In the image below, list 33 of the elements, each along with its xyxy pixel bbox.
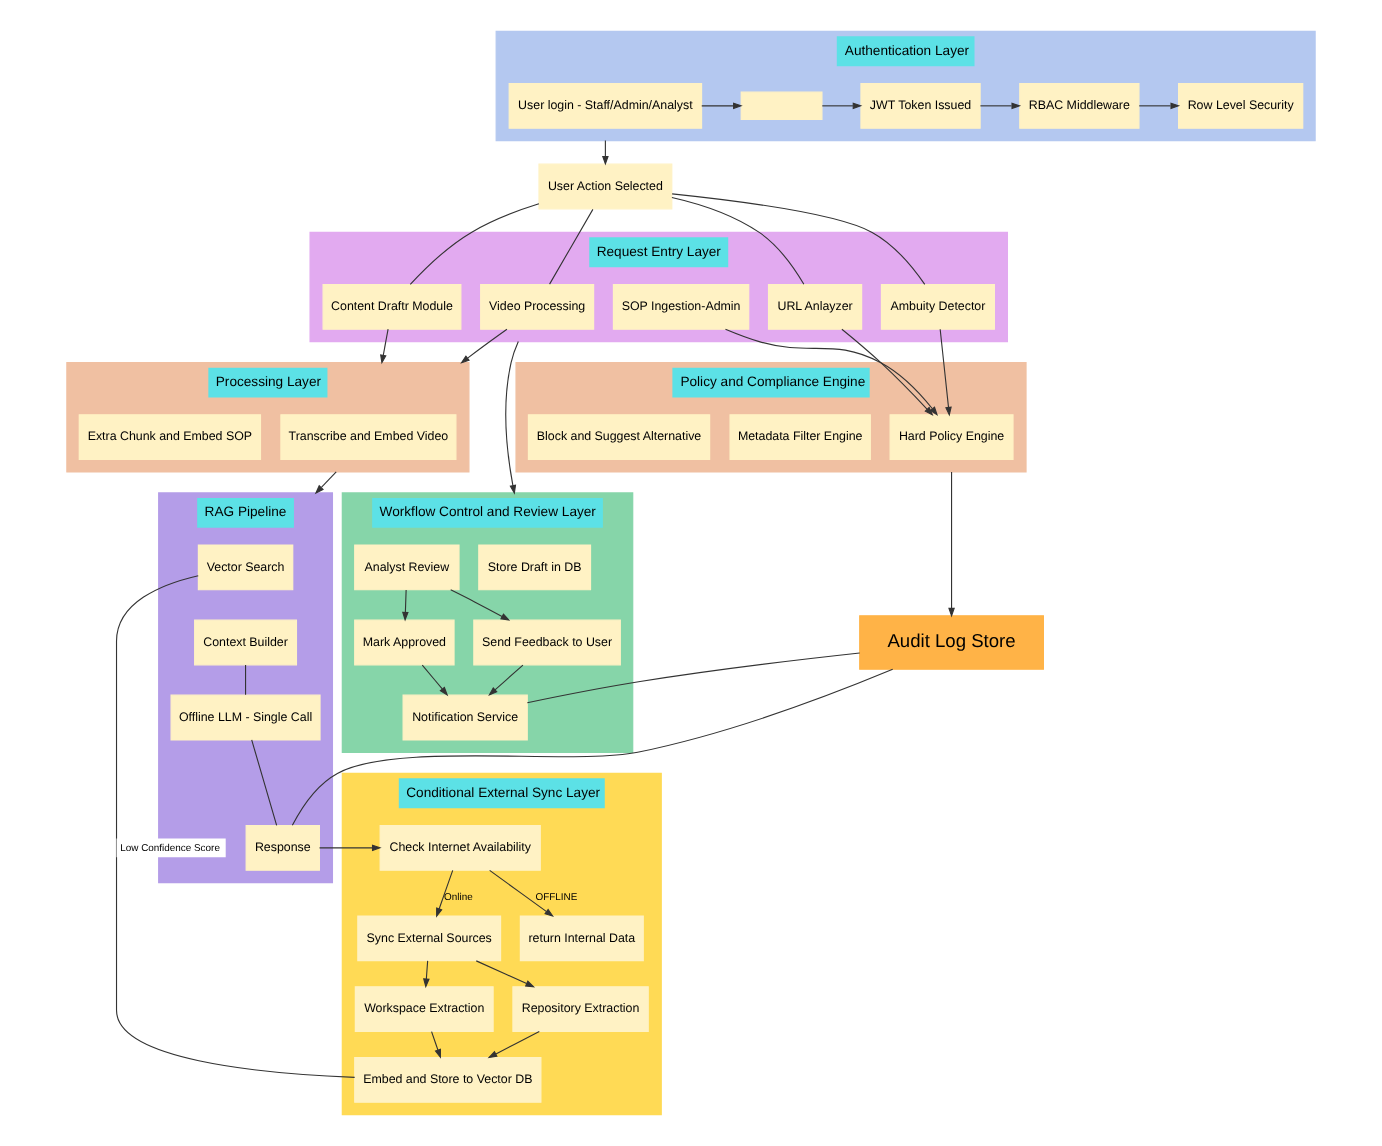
arrow xyxy=(1138,102,1181,110)
arrow xyxy=(318,844,382,852)
connector xyxy=(251,739,278,826)
arrow xyxy=(489,869,555,918)
arrow xyxy=(450,589,511,621)
arrow xyxy=(948,471,955,618)
arrow xyxy=(505,341,519,495)
arrow xyxy=(402,589,409,622)
arrow xyxy=(475,960,536,988)
arrow xyxy=(380,328,389,365)
arrow xyxy=(487,1031,540,1059)
connector xyxy=(409,203,540,285)
arrow xyxy=(979,102,1022,110)
connector xyxy=(526,652,861,704)
arrow xyxy=(460,328,508,364)
arrow xyxy=(421,664,449,697)
arrow xyxy=(939,328,952,417)
arrow xyxy=(841,328,934,417)
arrow xyxy=(431,1031,441,1059)
connector xyxy=(245,664,247,696)
connector xyxy=(291,668,894,826)
arrow xyxy=(488,664,524,696)
arrow xyxy=(724,328,939,416)
arrow xyxy=(436,869,454,918)
connector xyxy=(549,208,594,285)
connector xyxy=(671,193,926,285)
arrow xyxy=(423,960,430,989)
arrow xyxy=(314,471,337,495)
arrow xyxy=(701,102,743,110)
arrow xyxy=(821,102,863,110)
connector xyxy=(671,196,805,285)
node-box xyxy=(740,91,823,121)
node-box: Audit Log Store xyxy=(859,615,1044,670)
